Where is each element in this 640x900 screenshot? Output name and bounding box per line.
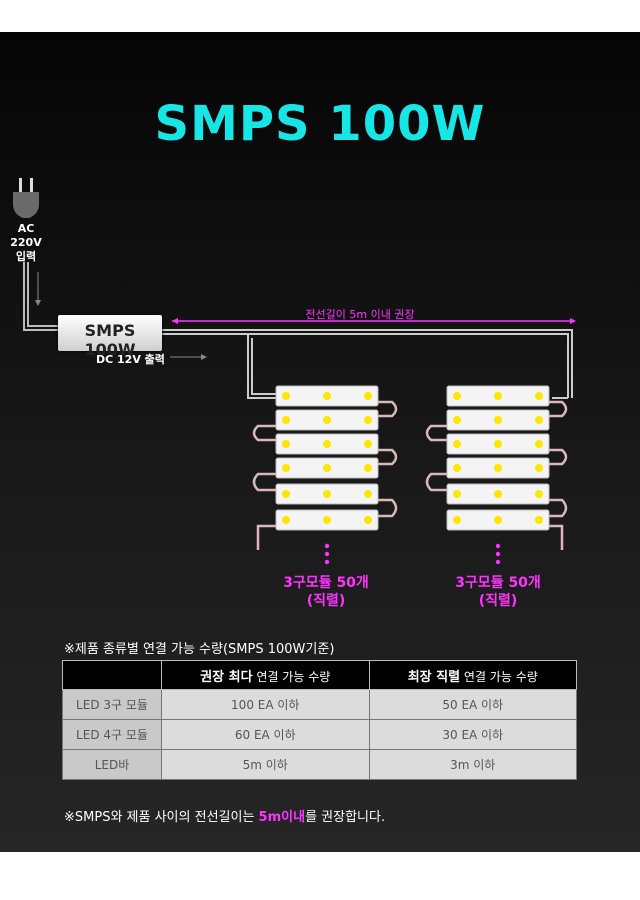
max-cell: 5m 이하	[161, 749, 370, 780]
led-dot	[323, 464, 331, 472]
led-dot	[453, 490, 461, 498]
led-dot	[282, 490, 290, 498]
table-row: LED 4구 모듈 60 EA 이하 30 EA 이하	[62, 719, 577, 750]
connector-wire	[549, 400, 568, 418]
max-cell: 60 EA 이하	[161, 719, 370, 750]
led-dot	[494, 464, 502, 472]
led-dot	[323, 416, 331, 424]
product-cell: LED 4구 모듈	[62, 719, 162, 750]
led-dot	[323, 392, 331, 400]
module-count: 3구모듈 50개	[283, 575, 369, 591]
connector-wire	[378, 498, 398, 518]
header-serial: 최장 직렬 연결 가능 수량	[368, 660, 577, 690]
led-dot	[494, 440, 502, 448]
led-dot	[364, 416, 372, 424]
module-connection: (직렬)	[478, 593, 518, 609]
serial-cell: 50 EA 이하	[368, 689, 577, 720]
connection-table: 권장 최다 연결 가능 수량 최장 직렬 연결 가능 수량 LED 3구 모듈 …	[62, 660, 577, 780]
led-dot	[535, 464, 543, 472]
led-dot	[535, 490, 543, 498]
led-dot	[535, 440, 543, 448]
led-dot	[535, 416, 543, 424]
module-count: 3구모듈 50개	[455, 575, 541, 591]
led-dot	[364, 440, 372, 448]
smps-label: SMPS 100W	[84, 321, 136, 359]
connector-wire	[378, 448, 398, 466]
ac-label-line3: 입력	[15, 250, 37, 263]
led-dot	[453, 440, 461, 448]
module-label-right: 3구모듈 50개 (직렬)	[428, 574, 568, 610]
ac-input-label: AC 220V 입력	[0, 222, 52, 264]
connector-wire	[425, 424, 447, 442]
product-cell: LED 3구 모듈	[62, 689, 162, 720]
table-row: LED 3구 모듈 100 EA 이하 50 EA 이하	[62, 689, 577, 720]
max-cell: 100 EA 이하	[161, 689, 370, 720]
connector-wire	[425, 472, 447, 492]
connector-wire	[549, 524, 564, 550]
led-dot	[453, 464, 461, 472]
led-dot	[364, 516, 372, 524]
led-dot	[494, 416, 502, 424]
led-dot	[323, 516, 331, 524]
product-cell: LED바	[62, 749, 162, 780]
led-dot	[453, 516, 461, 524]
wire-length-label: 전선길이 5m 이내 권장	[305, 308, 415, 321]
smps-unit	[58, 315, 162, 351]
serial-cell: 30 EA 이하	[368, 719, 577, 750]
module-connection: (직렬)	[306, 593, 346, 609]
led-dot	[535, 392, 543, 400]
led-dot	[453, 392, 461, 400]
led-dot	[282, 416, 290, 424]
led-dot	[282, 516, 290, 524]
ac-label-line2: 220V	[10, 236, 42, 249]
bottom-note: ※SMPS와 제품 사이의 전선길이는 5m이내를 권장합니다.	[64, 810, 386, 825]
led-dot	[494, 516, 502, 524]
dc-output-label: DC 12V 출력	[96, 353, 165, 366]
header-empty	[62, 660, 162, 690]
led-dot	[364, 490, 372, 498]
header-max: 권장 최다 연결 가능 수량	[161, 660, 370, 690]
serial-cell: 3m 이하	[368, 749, 577, 780]
table-header-row: 권장 최다 연결 가능 수량 최장 직렬 연결 가능 수량	[62, 660, 577, 690]
connector-wire	[378, 400, 398, 418]
led-dot	[364, 392, 372, 400]
connector-wire	[256, 524, 276, 550]
connector-wire	[252, 472, 276, 492]
connector-wire	[252, 424, 276, 442]
module-label-left: 3구모듈 50개 (직렬)	[256, 574, 396, 610]
connector-wire	[549, 498, 568, 518]
page-title: SMPS 100W	[154, 96, 486, 152]
led-dot	[323, 490, 331, 498]
led-dot	[494, 392, 502, 400]
led-dot	[535, 516, 543, 524]
led-dot	[282, 464, 290, 472]
led-dot	[364, 464, 372, 472]
ac-label-line1: AC	[17, 222, 35, 235]
led-dot	[494, 490, 502, 498]
led-dot	[282, 440, 290, 448]
plug-icon	[13, 178, 39, 218]
connector-wire	[549, 448, 568, 466]
led-dot	[323, 440, 331, 448]
led-dot	[282, 392, 290, 400]
led-dot	[453, 416, 461, 424]
table-note: ※제품 종류별 연결 가능 수량(SMPS 100W기준)	[64, 642, 335, 657]
table-row: LED바 5m 이하 3m 이하	[62, 749, 577, 780]
